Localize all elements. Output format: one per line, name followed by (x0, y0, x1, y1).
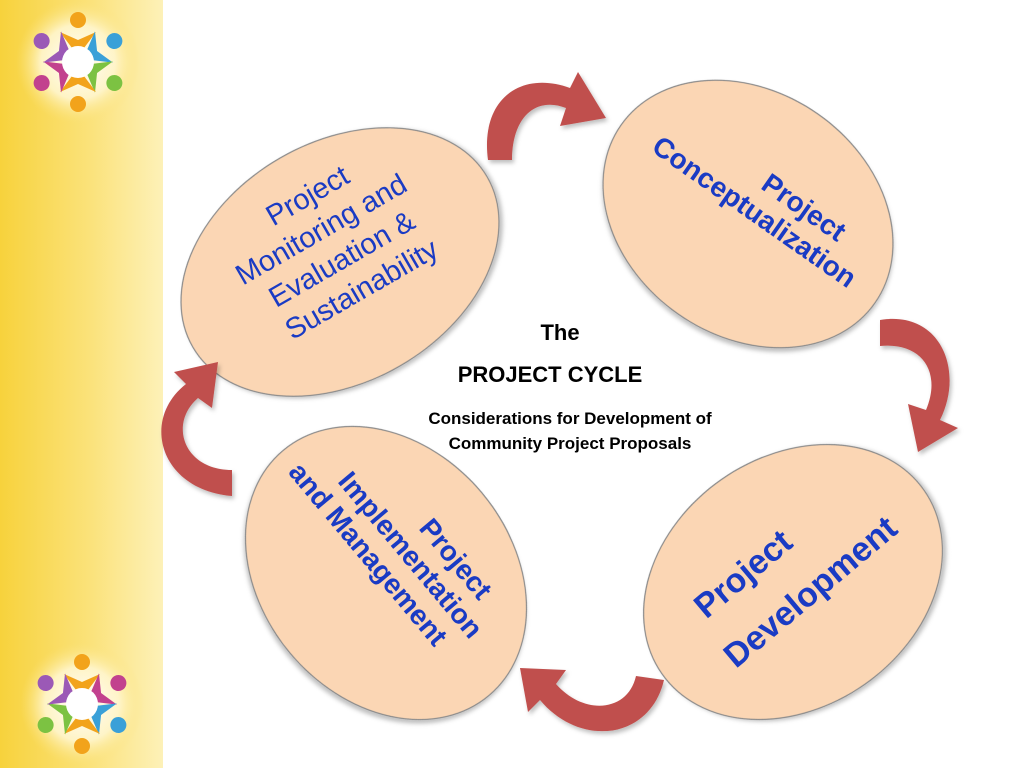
arrow-right-icon (880, 318, 958, 452)
decorative-sidebar (0, 0, 163, 768)
people-circle-emblem-icon (0, 0, 163, 130)
subtitle-line-2: Community Project Proposals (448, 434, 692, 453)
diagram-title: PROJECT CYCLE (457, 362, 643, 387)
arrow-left-icon (161, 362, 232, 496)
title-the: The (540, 320, 580, 345)
subtitle-line-1: Considerations for Development of (428, 409, 712, 428)
arrow-top-icon (486, 72, 606, 160)
arrow-bottom-icon (520, 668, 664, 732)
stage-monitoring-ellipse (180, 127, 500, 397)
stage-conceptualization-ellipse (602, 79, 894, 349)
stage-development-ellipse (643, 443, 943, 721)
diagram-subtitle: Considerations for Development of Commun… (400, 406, 740, 456)
stage-implementation-ellipse (244, 425, 528, 721)
people-circle-emblem-icon (0, 638, 163, 768)
